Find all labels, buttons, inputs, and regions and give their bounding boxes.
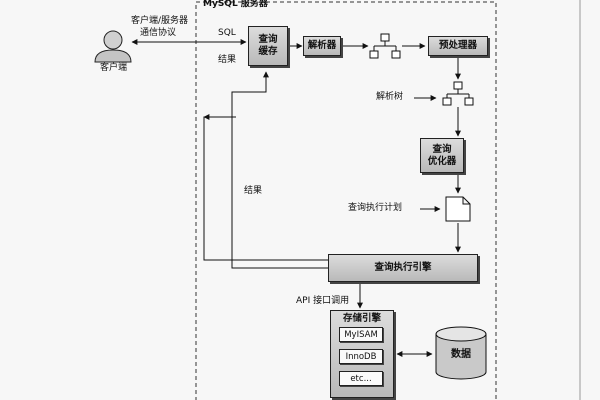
execution-plan-label: 查询执行计划 xyxy=(348,203,403,213)
parser-label: 解析器 xyxy=(307,40,337,51)
sql-label: SQL xyxy=(218,28,236,38)
protocol-label-line1: 客户端/服务器 xyxy=(131,16,189,26)
preprocessor-box: 预处理器 xyxy=(428,36,488,56)
data-label: 数据 xyxy=(451,349,471,360)
storage-engine-innodb: InnoDB xyxy=(339,349,383,364)
query-cache-box: 查询 缓存 xyxy=(248,26,288,66)
storage-engine-myisam: MyISAM xyxy=(339,327,383,342)
storage-engine-etc: etc... xyxy=(339,371,383,386)
parse-tree-icon-1 xyxy=(369,33,401,59)
server-boundary xyxy=(195,1,497,400)
execution-engine-box: 查询执行引擎 xyxy=(328,254,478,282)
optimizer-line1: 查询 xyxy=(432,143,452,155)
execution-plan-doc-icon xyxy=(445,196,471,222)
optimizer-line2: 优化器 xyxy=(427,155,457,167)
result-label-top: 结果 xyxy=(218,55,237,65)
server-title: MySQL 服务器 xyxy=(203,0,268,9)
storage-engines-title: 存储引擎 xyxy=(342,313,381,324)
parse-tree-icon-2 xyxy=(442,81,474,106)
optimizer-box: 查询 优化器 xyxy=(420,138,464,173)
query-cache-line2: 缓存 xyxy=(258,46,278,57)
api-label: API 接口调用 xyxy=(296,296,350,306)
query-cache-line1: 查询 xyxy=(258,34,278,45)
client-label: 客户端 xyxy=(100,63,128,73)
preprocessor-label: 预处理器 xyxy=(438,40,477,51)
protocol-label-line2: 通信协议 xyxy=(140,28,177,38)
result-to-client-arrow xyxy=(203,116,328,261)
data-cylinder-icon xyxy=(435,326,487,380)
engine-to-cache-arrow xyxy=(231,71,328,269)
parse-tree-label: 解析树 xyxy=(376,92,404,102)
client-person-icon xyxy=(94,30,132,63)
parser-box: 解析器 xyxy=(303,36,341,56)
execution-engine-label: 查询执行引擎 xyxy=(374,262,432,273)
result-label-left: 结果 xyxy=(244,186,263,196)
